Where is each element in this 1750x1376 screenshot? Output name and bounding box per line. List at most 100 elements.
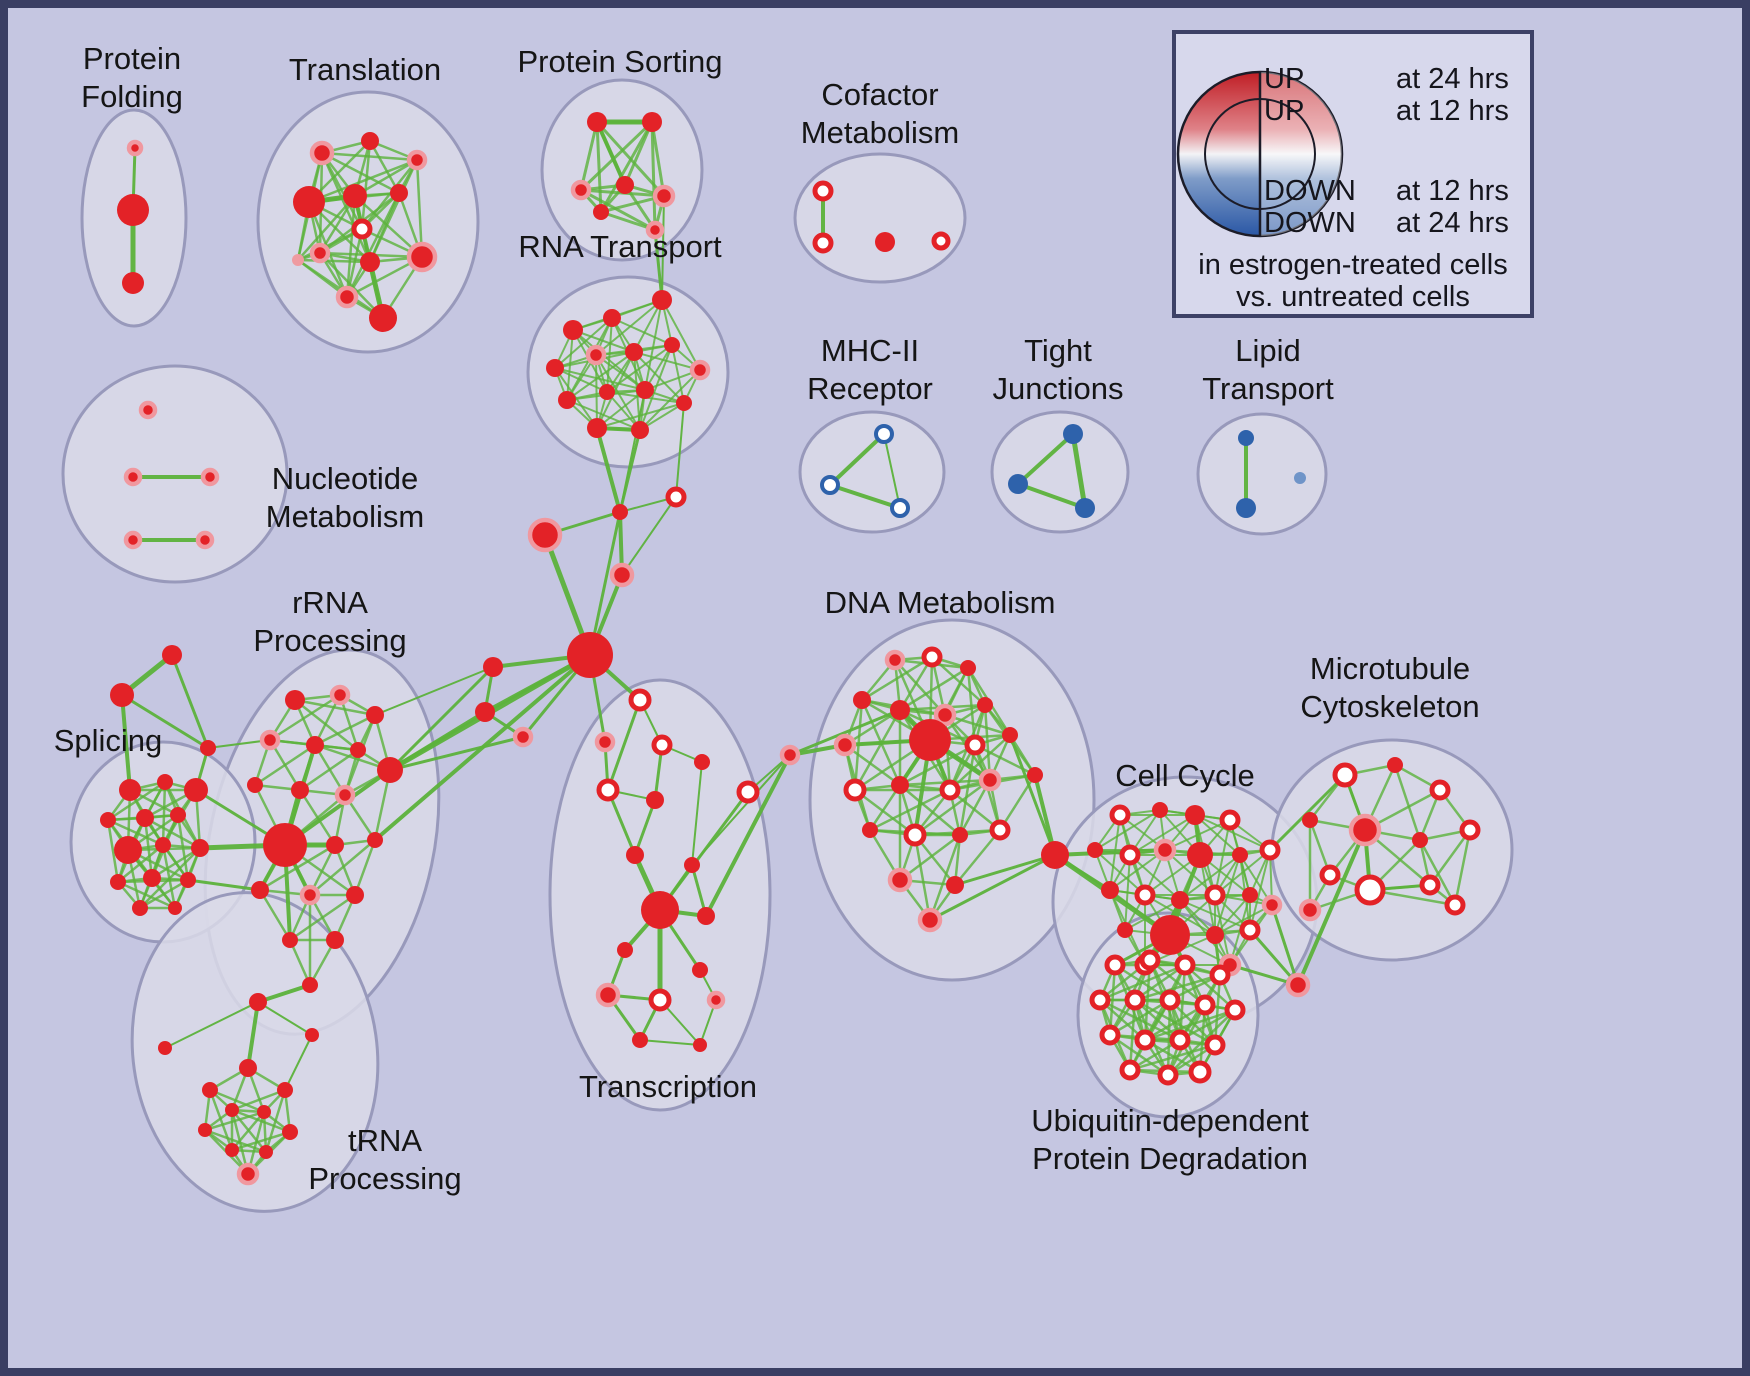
- node[interactable]: [612, 504, 628, 520]
- node[interactable]: [1294, 472, 1306, 484]
- node[interactable]: [1204, 884, 1226, 906]
- node[interactable]: [652, 184, 676, 208]
- node[interactable]: [874, 424, 894, 444]
- node[interactable]: [563, 320, 583, 340]
- node[interactable]: [123, 467, 143, 487]
- node[interactable]: [1169, 1029, 1191, 1051]
- node[interactable]: [641, 891, 679, 929]
- node[interactable]: [843, 778, 867, 802]
- node[interactable]: [259, 729, 281, 751]
- node[interactable]: [117, 194, 149, 226]
- node[interactable]: [1219, 809, 1241, 831]
- node[interactable]: [1117, 922, 1133, 938]
- node[interactable]: [225, 1103, 239, 1117]
- node[interactable]: [1194, 994, 1216, 1016]
- node[interactable]: [617, 942, 633, 958]
- node[interactable]: [648, 988, 672, 1012]
- node[interactable]: [1063, 424, 1083, 444]
- node[interactable]: [875, 232, 895, 252]
- node[interactable]: [960, 660, 976, 676]
- node[interactable]: [369, 304, 397, 332]
- node[interactable]: [989, 819, 1011, 841]
- node[interactable]: [249, 993, 267, 1011]
- node[interactable]: [595, 982, 621, 1008]
- node[interactable]: [285, 690, 305, 710]
- node[interactable]: [259, 1145, 273, 1159]
- node[interactable]: [1027, 767, 1043, 783]
- node[interactable]: [931, 231, 951, 251]
- node[interactable]: [1187, 842, 1213, 868]
- node[interactable]: [1188, 1060, 1212, 1084]
- node[interactable]: [887, 867, 913, 893]
- node[interactable]: [891, 776, 909, 794]
- node[interactable]: [676, 395, 692, 411]
- node[interactable]: [946, 876, 964, 894]
- node[interactable]: [367, 832, 383, 848]
- node[interactable]: [567, 632, 613, 678]
- node[interactable]: [1109, 804, 1131, 826]
- node[interactable]: [1101, 881, 1119, 899]
- node[interactable]: [1153, 838, 1177, 862]
- node[interactable]: [343, 184, 367, 208]
- node[interactable]: [326, 931, 344, 949]
- node[interactable]: [884, 649, 906, 671]
- node[interactable]: [890, 498, 910, 518]
- node[interactable]: [1387, 757, 1403, 773]
- node[interactable]: [1444, 894, 1466, 916]
- node[interactable]: [616, 176, 634, 194]
- node[interactable]: [251, 881, 269, 899]
- node[interactable]: [293, 186, 325, 218]
- node[interactable]: [1239, 919, 1261, 941]
- node[interactable]: [587, 112, 607, 132]
- node[interactable]: [351, 218, 373, 240]
- node[interactable]: [631, 421, 649, 439]
- node[interactable]: [1302, 812, 1318, 828]
- node[interactable]: [1087, 842, 1103, 858]
- node[interactable]: [779, 744, 801, 766]
- node[interactable]: [651, 734, 673, 756]
- node[interactable]: [346, 886, 364, 904]
- node[interactable]: [277, 1082, 293, 1098]
- node[interactable]: [587, 418, 607, 438]
- node[interactable]: [263, 823, 307, 867]
- node[interactable]: [853, 691, 871, 709]
- node[interactable]: [921, 646, 943, 668]
- node[interactable]: [558, 391, 576, 409]
- node[interactable]: [291, 781, 309, 799]
- node[interactable]: [812, 180, 834, 202]
- node[interactable]: [377, 757, 403, 783]
- node[interactable]: [157, 774, 173, 790]
- node[interactable]: [596, 778, 620, 802]
- node[interactable]: [684, 857, 700, 873]
- node[interactable]: [390, 184, 408, 202]
- node[interactable]: [1261, 894, 1283, 916]
- node[interactable]: [1185, 805, 1205, 825]
- node[interactable]: [594, 731, 616, 753]
- node[interactable]: [939, 779, 961, 801]
- node[interactable]: [697, 907, 715, 925]
- node[interactable]: [1159, 989, 1181, 1011]
- node[interactable]: [1089, 989, 1111, 1011]
- node[interactable]: [1412, 832, 1428, 848]
- node[interactable]: [225, 1143, 239, 1157]
- node[interactable]: [820, 475, 840, 495]
- node[interactable]: [200, 740, 216, 756]
- node[interactable]: [155, 837, 171, 853]
- node[interactable]: [168, 901, 182, 915]
- node[interactable]: [100, 812, 116, 828]
- node[interactable]: [652, 290, 672, 310]
- node[interactable]: [1348, 813, 1382, 847]
- node[interactable]: [180, 872, 196, 888]
- node[interactable]: [628, 688, 652, 712]
- node[interactable]: [1429, 779, 1451, 801]
- node[interactable]: [599, 384, 615, 400]
- node[interactable]: [1075, 498, 1095, 518]
- node[interactable]: [736, 780, 760, 804]
- node[interactable]: [200, 467, 220, 487]
- node[interactable]: [1124, 989, 1146, 1011]
- node[interactable]: [862, 822, 878, 838]
- node[interactable]: [645, 220, 665, 240]
- node[interactable]: [302, 977, 318, 993]
- node[interactable]: [1285, 972, 1311, 998]
- node[interactable]: [292, 254, 304, 266]
